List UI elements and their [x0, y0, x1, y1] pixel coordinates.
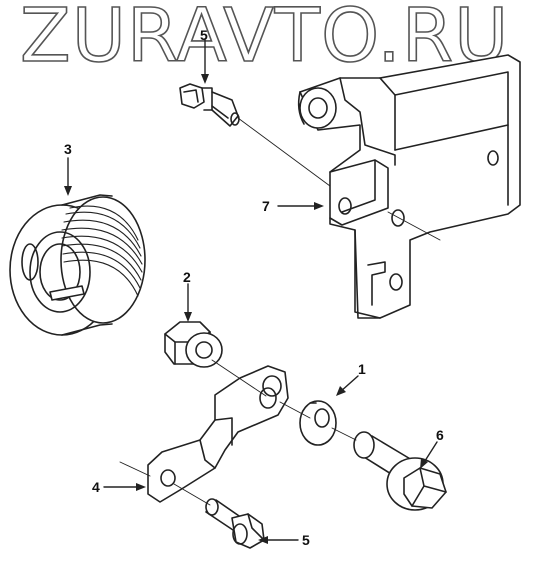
callout-label-4: 4	[92, 479, 100, 495]
washer	[299, 400, 337, 446]
callout-arrowheads	[64, 74, 428, 544]
mounting-bracket	[297, 54, 521, 319]
callout-label-5-bottom: 5	[302, 532, 310, 548]
callout-label-6: 6	[436, 427, 444, 443]
bolt-6	[353, 431, 447, 511]
callout-label-2: 2	[183, 269, 191, 285]
callout-label-3: 3	[64, 141, 72, 157]
bolt-top	[179, 83, 240, 127]
callout-label-1: 1	[358, 361, 366, 377]
assembly-lines	[119, 117, 441, 506]
callout-label-5-top: 5	[200, 27, 208, 43]
callout-label-7: 7	[262, 198, 270, 214]
bolt-bottom	[205, 498, 265, 549]
link-plate	[147, 365, 289, 503]
pulley	[9, 194, 146, 336]
flange-nut	[164, 321, 223, 368]
watermark-logo: ZURAVTO.RU	[19, 0, 510, 79]
